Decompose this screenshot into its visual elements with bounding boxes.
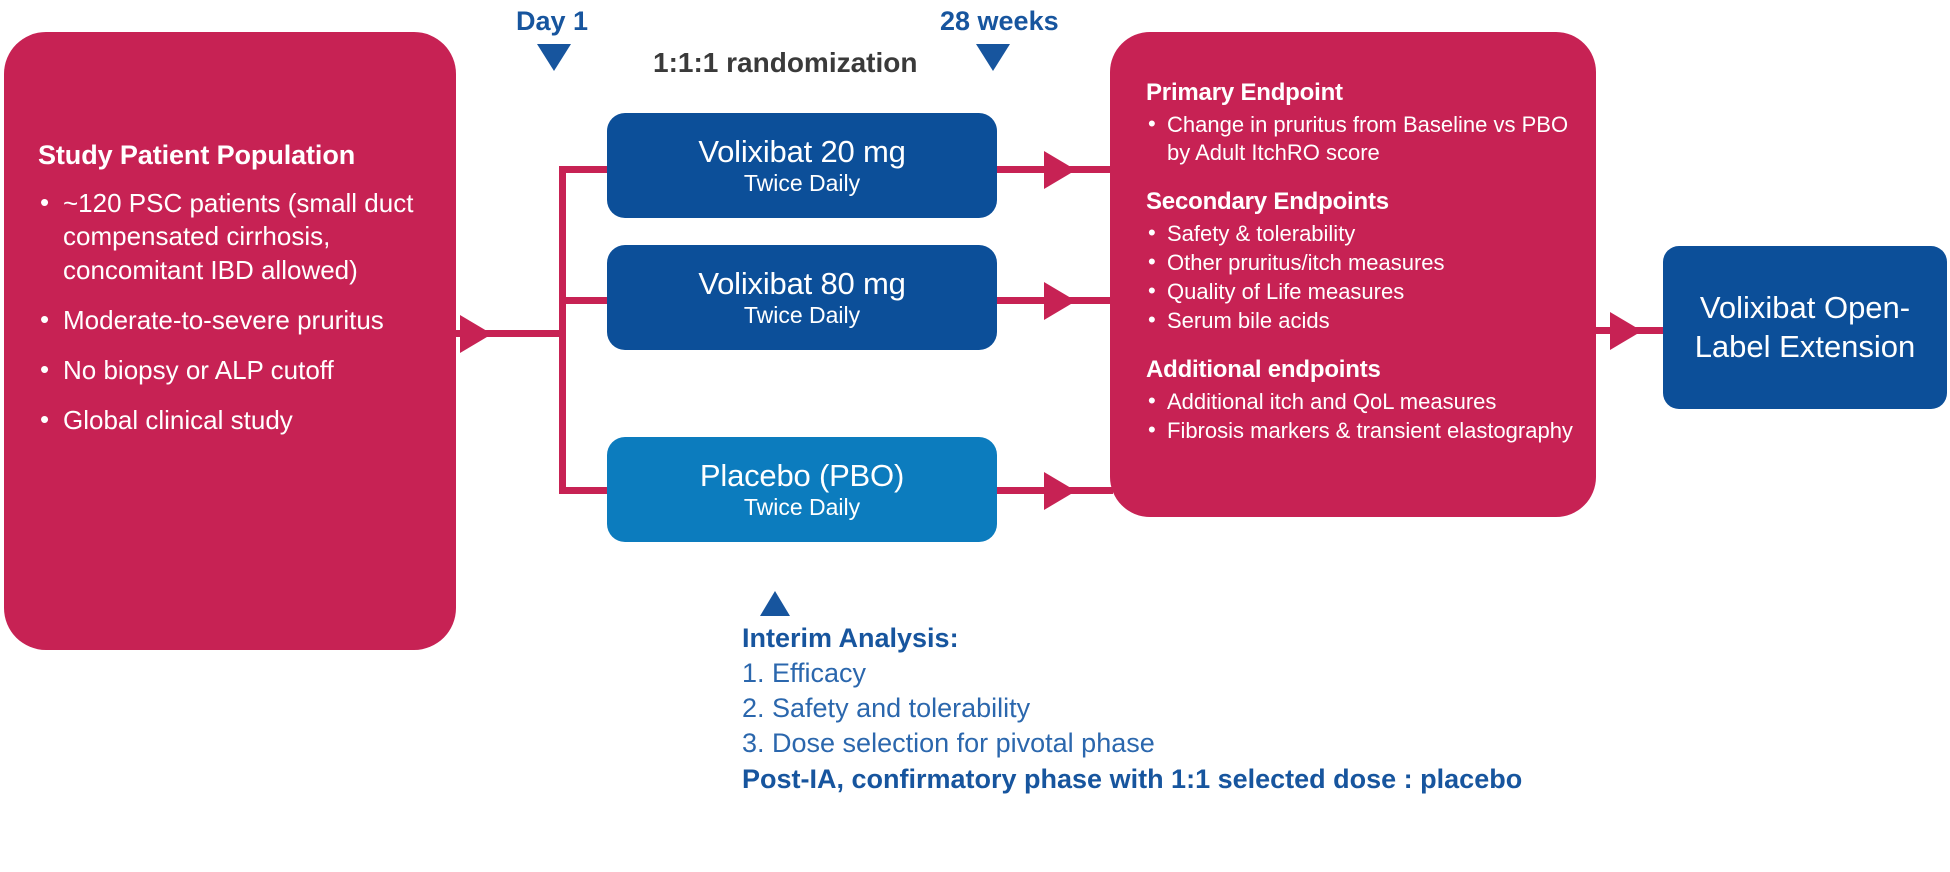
arm-box-volixibat-20mg: Volixibat 20 mg Twice Daily xyxy=(607,113,997,218)
endpoint-group-primary: Primary Endpoint Change in pruritus from… xyxy=(1146,79,1578,166)
list-item: Other pruritus/itch measures xyxy=(1146,248,1578,277)
interim-analysis-list: 1. Efficacy 2. Safety and tolerability 3… xyxy=(742,657,1642,760)
timeline-end-marker-icon xyxy=(976,44,1010,71)
arrowhead-arm-1-icon xyxy=(1044,151,1076,189)
list-item: Global clinical study xyxy=(38,403,430,437)
endpoint-items: Additional itch and QoL measures Fibrosi… xyxy=(1146,387,1578,445)
arm-title: Volixibat 80 mg xyxy=(698,265,906,301)
timeline-start-marker-icon xyxy=(537,44,571,71)
interim-analysis-title: Interim Analysis: xyxy=(742,623,959,653)
arm-subtitle: Twice Daily xyxy=(743,170,861,197)
arrowhead-arm-3-icon xyxy=(1044,472,1076,510)
list-item: Change in pruritus from Baseline vs PBO … xyxy=(1146,110,1578,166)
open-label-extension-label: Volixibat Open-Label Extension xyxy=(1694,290,1916,364)
arm-box-volixibat-80mg: Volixibat 80 mg Twice Daily xyxy=(607,245,997,350)
connector-randomization-bus xyxy=(559,166,566,494)
connector-bus-to-arm-1 xyxy=(559,166,611,173)
study-population-bullets: ~120 PSC patients (small duct compensate… xyxy=(38,186,430,438)
arm-title: Volixibat 20 mg xyxy=(698,133,906,169)
endpoint-items: Safety & tolerability Other pruritus/itc… xyxy=(1146,219,1578,335)
study-population-panel: Study Patient Population ~120 PSC patien… xyxy=(4,32,456,650)
arm-box-placebo: Placebo (PBO) Twice Daily xyxy=(607,437,997,542)
arm-subtitle: Twice Daily xyxy=(743,302,861,329)
interim-analysis-marker-icon xyxy=(760,591,790,616)
endpoint-group-heading: Primary Endpoint xyxy=(1146,79,1343,106)
study-population-title: Study Patient Population xyxy=(38,140,356,170)
randomization-label: 1:1:1 randomization xyxy=(653,47,918,78)
endpoint-group-secondary: Secondary Endpoints Safety & tolerabilit… xyxy=(1146,188,1578,334)
connector-bus-to-arm-2 xyxy=(559,297,611,304)
list-item: No biopsy or ALP cutoff xyxy=(38,353,430,387)
list-item: ~120 PSC patients (small duct compensate… xyxy=(38,186,430,287)
open-label-extension-box: Volixibat Open-Label Extension xyxy=(1663,246,1947,409)
endpoint-group-heading: Secondary Endpoints xyxy=(1146,188,1389,216)
endpoint-group-additional: Additional endpoints Additional itch and… xyxy=(1146,356,1578,444)
arrowhead-extension-icon xyxy=(1610,312,1642,350)
list-item: Serum bile acids xyxy=(1146,306,1578,335)
arm-title: Placebo (PBO) xyxy=(699,457,905,493)
list-item: 2. Safety and tolerability xyxy=(742,692,1031,723)
interim-analysis-footer: Post-IA, confirmatory phase with 1:1 sel… xyxy=(742,763,1523,794)
connector-bus-to-arm-3 xyxy=(559,487,611,494)
arm-subtitle: Twice Daily xyxy=(743,494,861,521)
endpoint-group-heading: Additional endpoints xyxy=(1146,356,1381,384)
endpoints-panel: Primary Endpoint Change in pruritus from… xyxy=(1110,32,1596,517)
list-item: 3. Dose selection for pivotal phase xyxy=(742,727,1155,758)
arrowhead-arm-2-icon xyxy=(1044,282,1076,320)
list-item: 1. Efficacy xyxy=(742,657,867,688)
timeline-end-label: 28 weeks xyxy=(940,6,1059,36)
connector-population-to-bus xyxy=(456,330,566,337)
endpoint-items: Change in pruritus from Baseline vs PBO … xyxy=(1146,110,1578,166)
list-item: Moderate-to-severe pruritus xyxy=(38,303,430,337)
list-item: Safety & tolerability xyxy=(1146,219,1578,248)
list-item: Fibrosis markers & transient elastograph… xyxy=(1146,416,1578,445)
list-item: Quality of Life measures xyxy=(1146,277,1578,306)
timeline-start-label: Day 1 xyxy=(516,6,589,36)
list-item: Additional itch and QoL measures xyxy=(1146,387,1578,416)
arrowhead-population-icon xyxy=(460,315,492,353)
interim-analysis-block: Interim Analysis: 1. Efficacy 2. Safety … xyxy=(742,622,1642,796)
